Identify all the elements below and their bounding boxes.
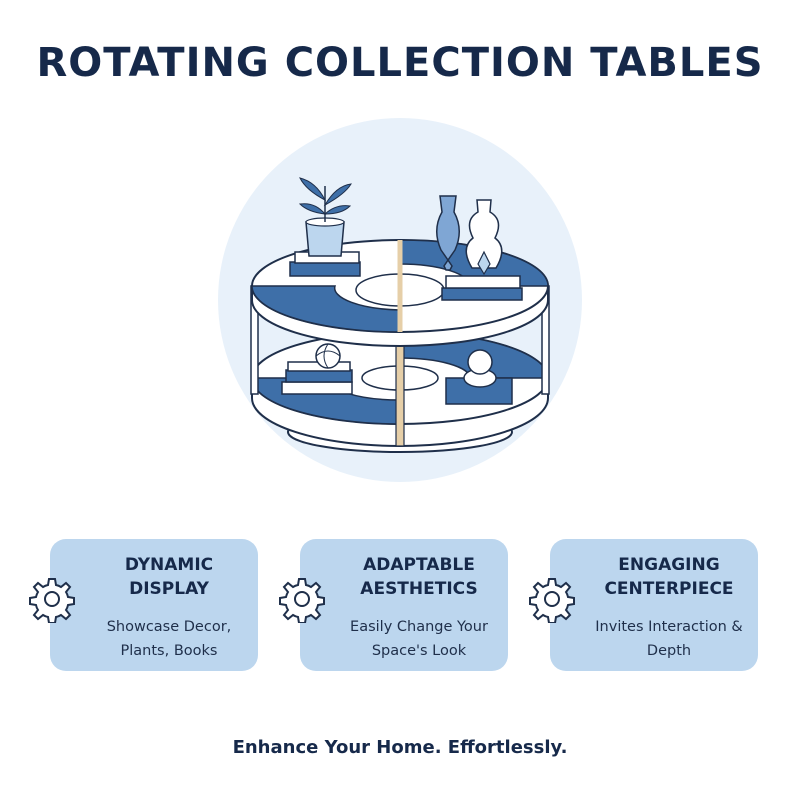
card-description: Showcase Decor, Plants, Books xyxy=(106,619,232,659)
plant-on-books xyxy=(289,177,361,277)
feature-card-engaging-centerpiece: ENGAGING CENTERPIECE Invites Interaction… xyxy=(529,539,758,671)
gear-icon xyxy=(29,578,75,623)
page-title: ROTATING COLLECTION TABLES xyxy=(36,40,764,86)
card-heading: ADAPTABLE AESTHETICS xyxy=(360,555,478,599)
vases-on-books xyxy=(436,195,523,301)
card-heading: ENGAGING CENTERPIECE xyxy=(604,555,734,599)
gear-icon xyxy=(279,578,325,623)
lower-book-stack xyxy=(281,361,353,395)
feature-card-adaptable-aesthetics: ADAPTABLE AESTHETICS Easily Change Your … xyxy=(279,539,508,671)
orb-sculpture xyxy=(315,343,341,369)
upper-tier-quadrant-left xyxy=(251,285,401,333)
lower-right-vase-on-book xyxy=(445,349,513,405)
card-heading: DYNAMIC DISPLAY xyxy=(124,555,214,599)
card-description: Invites Interaction & Depth xyxy=(595,619,743,659)
card-description: Easily Change Your Space's Look xyxy=(350,619,488,659)
tagline: Enhance Your Home. Effortlessly. xyxy=(232,737,568,758)
gear-icon xyxy=(529,578,575,623)
feature-card-dynamic-display: DYNAMIC DISPLAY Showcase Decor, Plants, … xyxy=(29,539,258,671)
